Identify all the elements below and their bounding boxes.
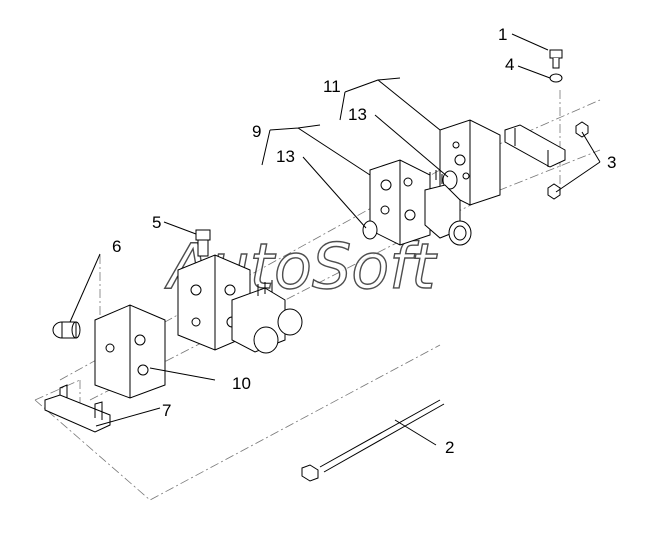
callout-7: 7 (162, 401, 171, 420)
part-1-bolt (549, 49, 563, 69)
leader-lines (69, 33, 601, 446)
callout-11: 11 (323, 77, 341, 96)
part-3-bracket-and-nuts (504, 121, 589, 200)
callout-1: 1 (498, 25, 507, 44)
main-valve-body (177, 254, 303, 354)
part-6-plug (52, 321, 81, 339)
callout-2: 2 (445, 438, 454, 457)
part-13-oring-lower (362, 220, 378, 240)
part-10-end-block (94, 304, 166, 399)
callout-4: 4 (505, 55, 514, 74)
callout-3: 3 (607, 153, 616, 172)
part-2-tie-rod (301, 399, 445, 482)
part-7-bracket (44, 384, 111, 433)
part-4-washer (549, 73, 563, 83)
callout-6: 6 (112, 237, 121, 256)
part-9-valve-section (369, 159, 472, 246)
callout-5: 5 (152, 213, 161, 232)
callout-10: 10 (232, 374, 251, 393)
part-5-fitting (195, 229, 211, 257)
callout-13-upper: 13 (348, 105, 367, 124)
callout-13-lower: 13 (276, 147, 295, 166)
callout-9: 9 (252, 122, 261, 141)
